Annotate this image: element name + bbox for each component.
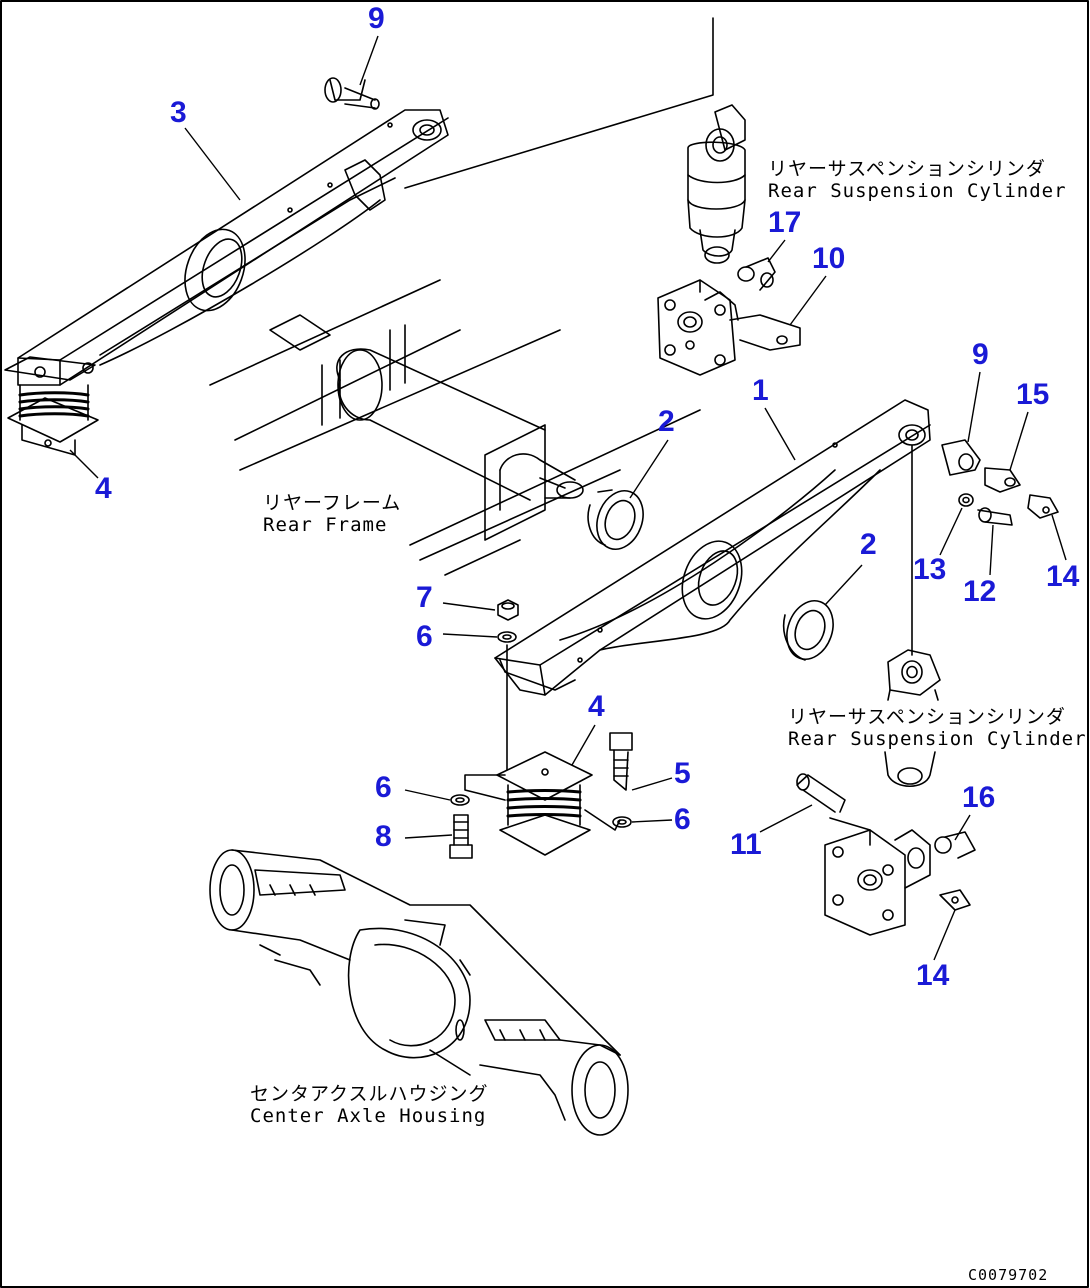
label-rear-suspension-cylinder-bottom: リヤーサスペンションシリンダ Rear Suspension Cylinder bbox=[788, 706, 1087, 750]
label-en: Rear Suspension Cylinder bbox=[768, 180, 1067, 202]
callout-4-upper: 4 bbox=[95, 472, 112, 505]
pin-11 bbox=[796, 773, 846, 813]
callout-5: 5 bbox=[674, 757, 691, 790]
callout-13: 13 bbox=[913, 553, 947, 586]
callout-15: 15 bbox=[1016, 378, 1050, 411]
rear-frame bbox=[209, 279, 701, 576]
pin-9-upper bbox=[324, 77, 380, 110]
document-id: C0079702 bbox=[968, 1266, 1049, 1284]
label-jp: リヤーサスペンションシリンダ bbox=[768, 158, 1046, 180]
cylinder-bracket-lower bbox=[824, 817, 931, 936]
callout-12: 12 bbox=[963, 575, 997, 608]
callout-3: 3 bbox=[170, 96, 187, 129]
callout-2-lower: 2 bbox=[860, 528, 877, 561]
label-jp: センタアクスルハウジング bbox=[250, 1083, 489, 1105]
pin-9-lower bbox=[941, 439, 981, 476]
rear-arm-lower bbox=[494, 399, 931, 696]
leader-cylinder-upper bbox=[404, 17, 714, 189]
callout-8: 8 bbox=[375, 820, 392, 853]
washer-6-top bbox=[497, 631, 517, 643]
washer-6-right bbox=[612, 816, 632, 828]
callout-6-top: 6 bbox=[416, 620, 433, 653]
suspension-cylinder-upper bbox=[687, 104, 746, 264]
spacer-16 bbox=[934, 831, 976, 859]
callout-17: 17 bbox=[768, 206, 802, 239]
rubber-mount-lower bbox=[496, 751, 621, 856]
callout-14-upper: 14 bbox=[1046, 560, 1080, 593]
label-rear-frame: リヤーフレーム Rear Frame bbox=[263, 492, 401, 536]
pin-10 bbox=[729, 314, 801, 351]
callout-16: 16 bbox=[962, 781, 996, 814]
center-axle-housing bbox=[209, 849, 629, 1136]
hardware-15 bbox=[984, 467, 1021, 493]
callout-9-upper: 9 bbox=[368, 2, 385, 35]
bushing-2-upper bbox=[587, 489, 644, 550]
label-jp: リヤーフレーム bbox=[263, 492, 402, 514]
callout-6-left: 6 bbox=[375, 771, 392, 804]
bolt-5 bbox=[609, 732, 633, 791]
label-en: Center Axle Housing bbox=[250, 1105, 487, 1127]
callout-2-upper: 2 bbox=[658, 405, 675, 438]
nut-7 bbox=[497, 599, 519, 621]
callout-10: 10 bbox=[812, 242, 846, 275]
label-center-axle-housing: センタアクスルハウジング Center Axle Housing bbox=[250, 1083, 488, 1127]
label-rear-suspension-cylinder-top: リヤーサスペンションシリンダ Rear Suspension Cylinder bbox=[768, 158, 1067, 202]
bolt-8 bbox=[449, 814, 473, 859]
callout-14-lower: 14 bbox=[916, 959, 950, 992]
callout-9-lower: 9 bbox=[972, 338, 989, 371]
callout-6-right: 6 bbox=[674, 803, 691, 836]
callout-7: 7 bbox=[416, 581, 433, 614]
suspension-cylinder-lower bbox=[884, 649, 941, 788]
hardware-12 bbox=[977, 507, 1013, 526]
leader-bolt-left bbox=[464, 774, 506, 801]
bushing-2-lower bbox=[783, 600, 834, 661]
rubber-mount-upper bbox=[7, 384, 99, 456]
cylinder-bracket-upper bbox=[657, 279, 739, 376]
rear-arm-upper bbox=[4, 109, 449, 386]
hardware-14-lower bbox=[939, 889, 971, 911]
callout-11: 11 bbox=[730, 828, 762, 861]
label-jp: リヤーサスペンションシリンダ bbox=[788, 706, 1066, 728]
callout-4-lower: 4 bbox=[588, 690, 605, 723]
callout-1: 1 bbox=[752, 374, 769, 407]
washer-13 bbox=[958, 493, 974, 507]
label-en: Rear Suspension Cylinder bbox=[788, 728, 1087, 750]
label-en: Rear Frame bbox=[263, 514, 388, 536]
spacer-17 bbox=[737, 257, 776, 291]
washer-6-left bbox=[450, 794, 470, 806]
hardware-14-upper bbox=[1027, 494, 1059, 519]
